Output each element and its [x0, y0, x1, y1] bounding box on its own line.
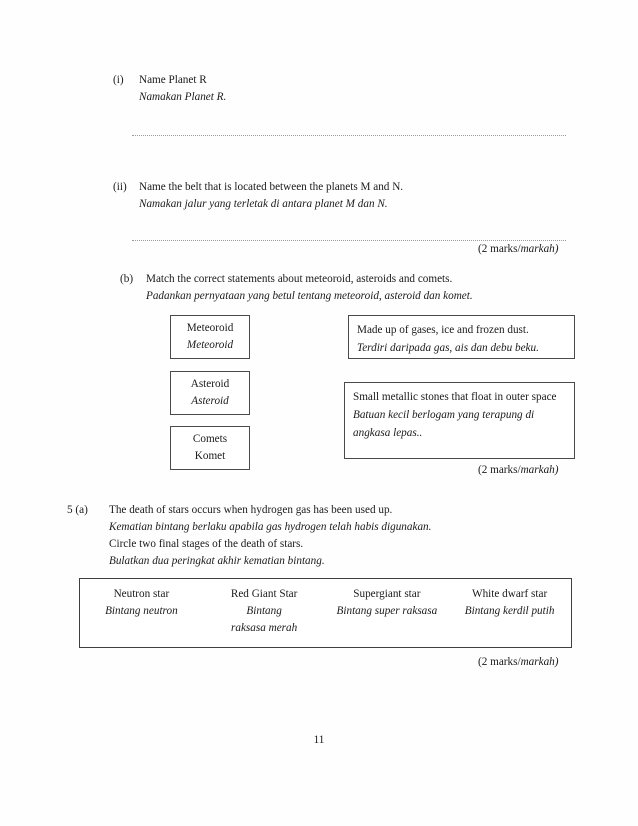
star-option-supergiant-malay: Bintang super raksasa [336, 605, 438, 617]
star-option-red-giant-malay: Bintang raksasa merah [231, 605, 298, 634]
marks-note-1-english: (2 marks/ [478, 243, 521, 255]
match-box-asteroid-malay: Asteroid [191, 395, 229, 407]
question-4-part-b: (b) Match the correct statements about m… [120, 271, 590, 305]
part-b-english: Match the correct statements about meteo… [146, 273, 453, 285]
star-option-neutron-malay: Bintang neutron [105, 605, 178, 617]
marks-note-3-malay: markah) [520, 656, 559, 668]
match-statement-gases-malay: Terdiri daripada gas, ais dan debu beku. [357, 342, 539, 354]
marks-note-2: (2 marks/markah) [478, 464, 558, 476]
marks-note-2-english: (2 marks/ [478, 464, 521, 476]
question-5-part-a: 5 (a) The death of stars occurs when hyd… [67, 502, 587, 570]
part-ii-malay: Namakan jalur yang terletak di antara pl… [139, 198, 388, 210]
part-b-label: (b) [120, 273, 134, 285]
match-box-comets-english: Comets [192, 433, 228, 445]
question-5-line1-english: The death of stars occurs when hydrogen … [109, 504, 393, 516]
match-box-meteoroid[interactable]: Meteoroid Meteoroid [170, 315, 250, 359]
match-statement-stones-english: Small metallic stones that float in oute… [353, 391, 557, 403]
part-i-malay: Namakan Planet R. [139, 91, 227, 103]
answer-line-1[interactable] [132, 134, 566, 136]
question-4-part-i: (i) Name Planet R Namakan Planet R. [113, 72, 583, 106]
match-box-asteroid[interactable]: Asteroid Asteroid [170, 371, 250, 415]
match-statement-stones[interactable]: Small metallic stones that float in oute… [344, 382, 575, 459]
match-statement-gases[interactable]: Made up of gases, ice and frozen dust. T… [348, 315, 575, 359]
part-i-english: Name Planet R [139, 74, 207, 86]
star-option-supergiant-english: Supergiant star [353, 588, 421, 600]
star-option-red-giant[interactable]: Red Giant Star Bintang raksasa merah [203, 579, 326, 647]
marks-note-1: (2 marks/markah) [478, 243, 558, 255]
question-5-line2-english: Circle two final stages of the death of … [109, 538, 304, 550]
match-statement-stones-malay: Batuan kecil berlogam yang terapung di a… [353, 409, 535, 439]
page-number: 11 [313, 734, 325, 746]
star-option-neutron-english: Neutron star [113, 588, 170, 600]
match-box-meteoroid-malay: Meteoroid [186, 339, 234, 351]
question-5-label: 5 (a) [67, 504, 88, 516]
match-statement-gases-english: Made up of gases, ice and frozen dust. [357, 324, 529, 336]
star-option-white-dwarf-english: White dwarf star [472, 588, 548, 600]
match-box-asteroid-english: Asteroid [190, 378, 230, 390]
question-5-line1-malay: Kematian bintang berlaku apabila gas hyd… [109, 521, 432, 533]
star-stages-table: Neutron star Bintang neutron Red Giant S… [79, 578, 572, 648]
star-option-white-dwarf[interactable]: White dwarf star Bintang kerdil putih [448, 579, 571, 647]
answer-line-2[interactable] [132, 239, 566, 241]
question-5-line2-malay: Bulatkan dua peringkat akhir kematian bi… [109, 555, 325, 567]
part-b-malay: Padankan pernyataan yang betul tentang m… [146, 290, 473, 302]
part-i-label: (i) [113, 74, 124, 86]
match-box-comets-malay: Komet [194, 450, 226, 462]
marks-note-3-english: (2 marks/ [478, 656, 521, 668]
match-box-meteoroid-english: Meteoroid [186, 322, 234, 334]
marks-note-1-malay: markah) [520, 243, 559, 255]
star-option-white-dwarf-malay: Bintang kerdil putih [464, 605, 555, 617]
question-4-part-ii: (ii) Name the belt that is located betwe… [113, 179, 583, 213]
part-ii-label: (ii) [113, 181, 127, 193]
marks-note-3: (2 marks/markah) [478, 656, 558, 668]
star-option-neutron[interactable]: Neutron star Bintang neutron [80, 579, 203, 647]
star-option-red-giant-english: Red Giant Star [230, 588, 298, 600]
marks-note-2-malay: markah) [520, 464, 559, 476]
match-box-comets[interactable]: Comets Komet [170, 426, 250, 470]
star-option-supergiant[interactable]: Supergiant star Bintang super raksasa [326, 579, 449, 647]
part-ii-english: Name the belt that is located between th… [139, 181, 404, 193]
